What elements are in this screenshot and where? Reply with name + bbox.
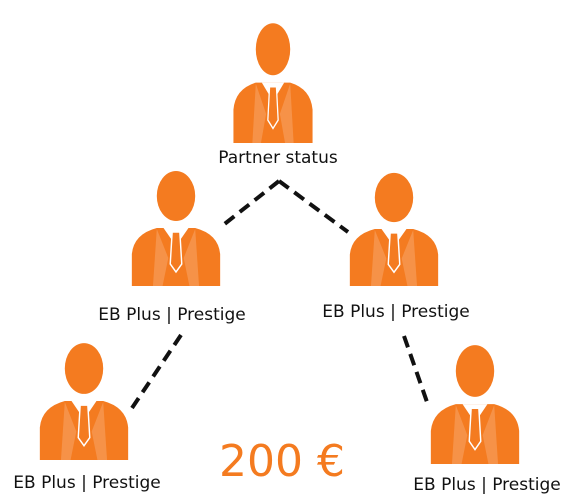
- right-node-icon: [346, 168, 442, 286]
- connector-partner-right: [277, 179, 350, 234]
- bottom-left-node-icon: [36, 338, 132, 460]
- partner-status-label: Partner status: [218, 148, 338, 168]
- amount-label: 200 €: [219, 436, 345, 487]
- bottom-right-node-label: EB Plus | Prestige: [413, 475, 561, 495]
- bottom-right-node-icon: [427, 340, 523, 464]
- connector-right-bottomright: [402, 335, 429, 403]
- left-node-icon: [128, 166, 224, 286]
- right-node-label: EB Plus | Prestige: [322, 302, 470, 322]
- left-node-label: EB Plus | Prestige: [98, 305, 246, 325]
- partner-node-icon: [230, 18, 316, 143]
- bottom-left-node-label: EB Plus | Prestige: [13, 473, 161, 493]
- connector-left-bottomleft: [130, 333, 183, 410]
- connector-partner-left: [220, 179, 281, 228]
